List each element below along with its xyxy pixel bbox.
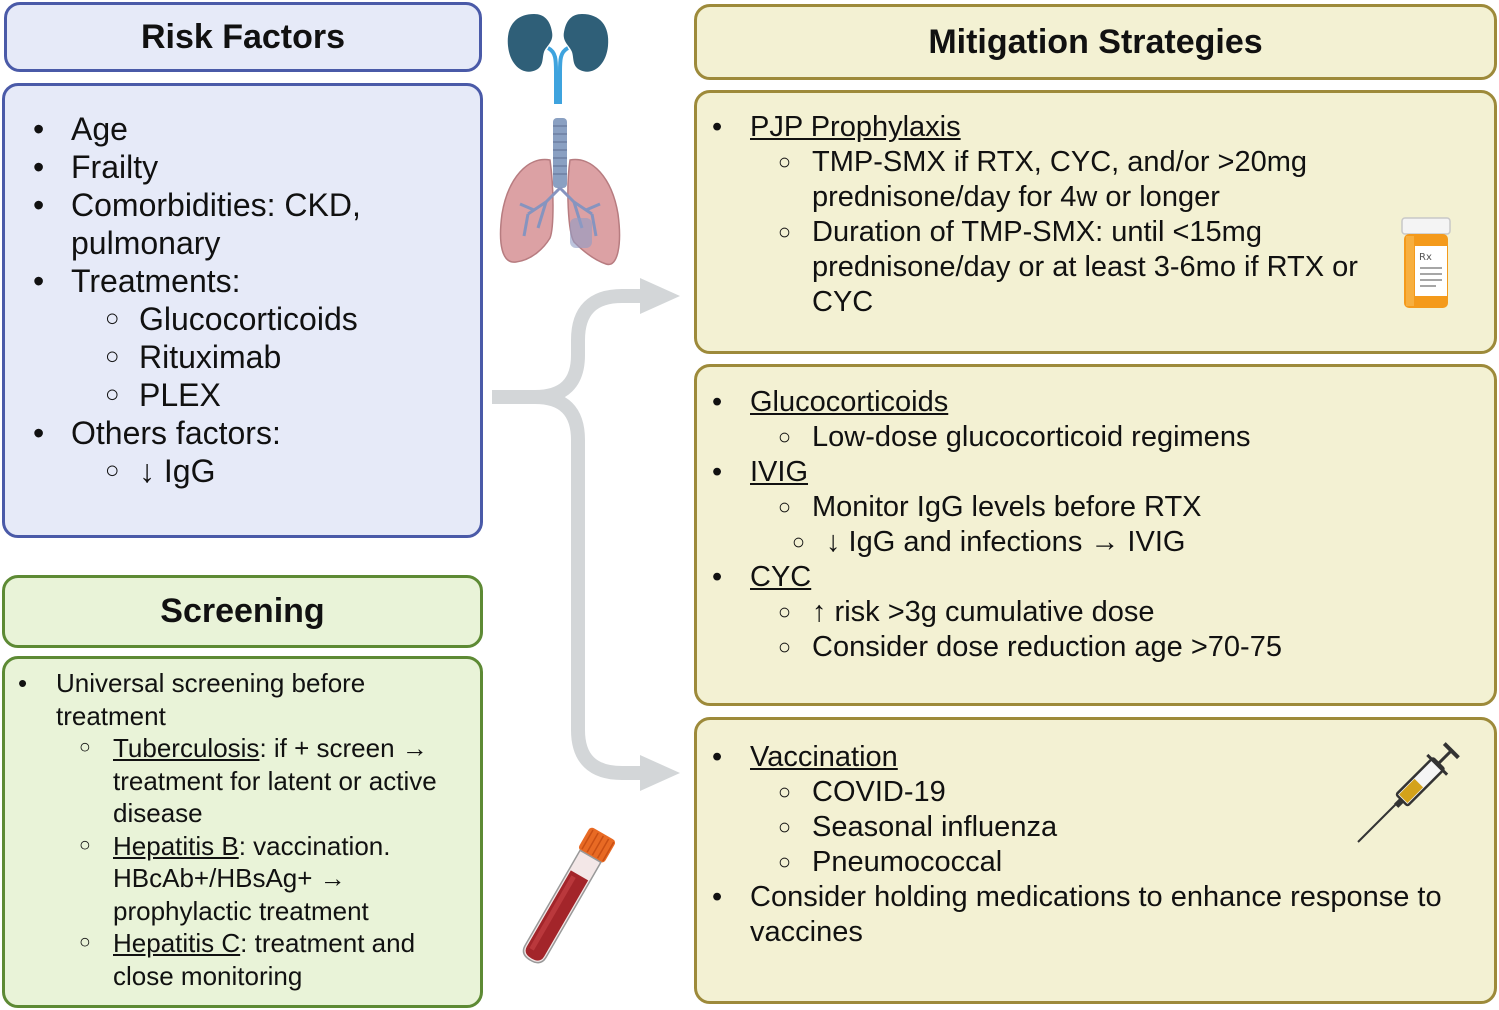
list-item: Glucocorticoids Low-dose glucocorticoid … — [712, 385, 1450, 455]
list-subitem: Rituximab — [105, 338, 401, 376]
list-subitem: ↑ risk >3g cumulative dose — [778, 595, 1450, 630]
list-item: IVIG Monitor IgG levels before RTX ↓ IgG… — [712, 455, 1450, 560]
vaccination-box: Vaccination COVID-19 Seasonal influenza … — [694, 717, 1497, 1004]
list-item: Universal screening before treatment Tub… — [18, 667, 437, 992]
pill-bottle-icon: Rx — [1401, 217, 1451, 308]
mitigation-title: Mitigation Strategies — [928, 22, 1263, 61]
list-subitem: Low-dose glucocorticoid regimens — [778, 420, 1450, 455]
risk-factors-list: Age Frailty Comorbidities: CKD, pulmonar… — [33, 110, 401, 490]
list-subitem: Hepatitis C: treatment and close monitor… — [79, 927, 446, 992]
list-subitem: Pneumococcal — [778, 845, 1470, 880]
list-item: Others factors: ↓ IgG — [33, 414, 401, 490]
medications-box: Glucocorticoids Low-dose glucocorticoid … — [694, 364, 1497, 706]
lungs-icon — [499, 118, 621, 266]
list-item: Comorbidities: CKD, pulmonary — [33, 186, 401, 262]
list-subitem: COVID-19 — [778, 775, 1470, 810]
list-item: CYC ↑ risk >3g cumulative dose Consider … — [712, 560, 1450, 665]
blood-tube-icon — [522, 827, 616, 964]
list-subitem: Consider dose reduction age >70-75 — [778, 630, 1450, 665]
list-item: Frailty — [33, 148, 401, 186]
syringe-icon — [1357, 742, 1460, 843]
list-item: PJP Prophylaxis TMP-SMX if RTX, CYC, and… — [712, 110, 1390, 320]
screening-title: Screening — [160, 592, 325, 630]
list-item: Treatments: Glucocorticoids Rituximab PL… — [33, 262, 401, 414]
pjp-list: PJP Prophylaxis TMP-SMX if RTX, CYC, and… — [712, 110, 1390, 320]
screening-header: Screening — [2, 575, 483, 648]
list-item: Consider holding medications to enhance … — [712, 880, 1470, 950]
list-item: Vaccination COVID-19 Seasonal influenza … — [712, 740, 1470, 880]
mitigation-header: Mitigation Strategies — [694, 4, 1497, 80]
list-subitem: Tuberculosis: if + screen → treatment fo… — [79, 732, 446, 830]
list-subitem: TMP-SMX if RTX, CYC, and/or >20mg predni… — [778, 145, 1390, 215]
list-subitem: Hepatitis B: vaccination. HBcAb+/HBsAg+ … — [79, 830, 446, 928]
screening-box: Universal screening before treatment Tub… — [2, 656, 483, 1008]
list-subitem: PLEX — [105, 376, 401, 414]
kidneys-icon — [507, 14, 609, 104]
list-subitem: Glucocorticoids — [105, 300, 401, 338]
vaccination-list: Vaccination COVID-19 Seasonal influenza … — [712, 740, 1470, 950]
list-subitem: Duration of TMP-SMX: until <15mg prednis… — [778, 215, 1390, 320]
list-subitem: Seasonal influenza — [778, 810, 1470, 845]
risk-factors-box: Age Frailty Comorbidities: CKD, pulmonar… — [2, 83, 483, 538]
pjp-box: PJP Prophylaxis TMP-SMX if RTX, CYC, and… — [694, 90, 1497, 354]
list-subitem: Monitor IgG levels before RTX — [778, 490, 1450, 525]
medications-list: Glucocorticoids Low-dose glucocorticoid … — [712, 385, 1450, 665]
list-subitem: ↓ IgG — [105, 452, 401, 490]
pill-label: Rx — [1419, 252, 1432, 263]
risk-factors-header: Risk Factors — [4, 2, 482, 72]
risk-factors-title: Risk Factors — [140, 17, 346, 56]
list-subitem: ↓ IgG and infections → IVIG — [792, 525, 1450, 560]
list-item: Age — [33, 110, 401, 148]
screening-list: Universal screening before treatment Tub… — [18, 667, 437, 992]
